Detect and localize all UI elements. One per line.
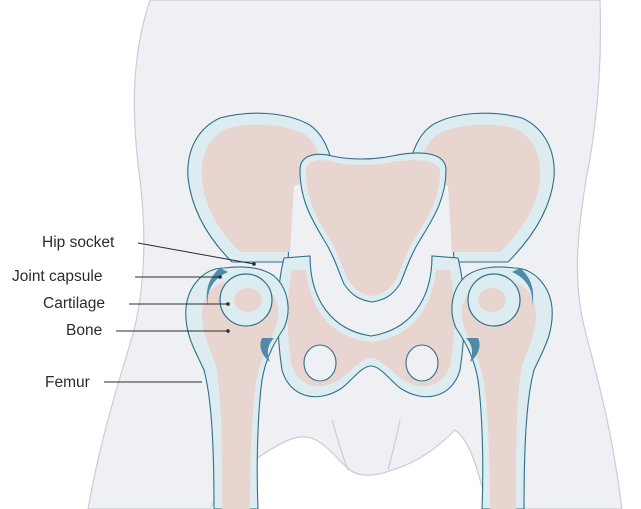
label-femur-text: Femur bbox=[45, 374, 90, 391]
leader-bone-dot bbox=[226, 329, 230, 333]
label-bone-text: Bone bbox=[66, 322, 102, 339]
leader-cartilage-dot bbox=[226, 302, 230, 306]
left-femoral-head-bone bbox=[234, 288, 262, 312]
obturator-foramen-left bbox=[304, 345, 336, 381]
leader-hip-socket-dot bbox=[252, 262, 256, 266]
label-joint-capsule-text: Joint capsule bbox=[12, 268, 102, 285]
label-cartilage-text: Cartilage bbox=[43, 295, 105, 312]
right-femoral-head-bone bbox=[478, 288, 506, 312]
label-hip-socket-text: Hip socket bbox=[42, 234, 115, 251]
leader-joint-capsule-dot bbox=[218, 275, 222, 279]
obturator-foramen-right bbox=[406, 345, 438, 381]
